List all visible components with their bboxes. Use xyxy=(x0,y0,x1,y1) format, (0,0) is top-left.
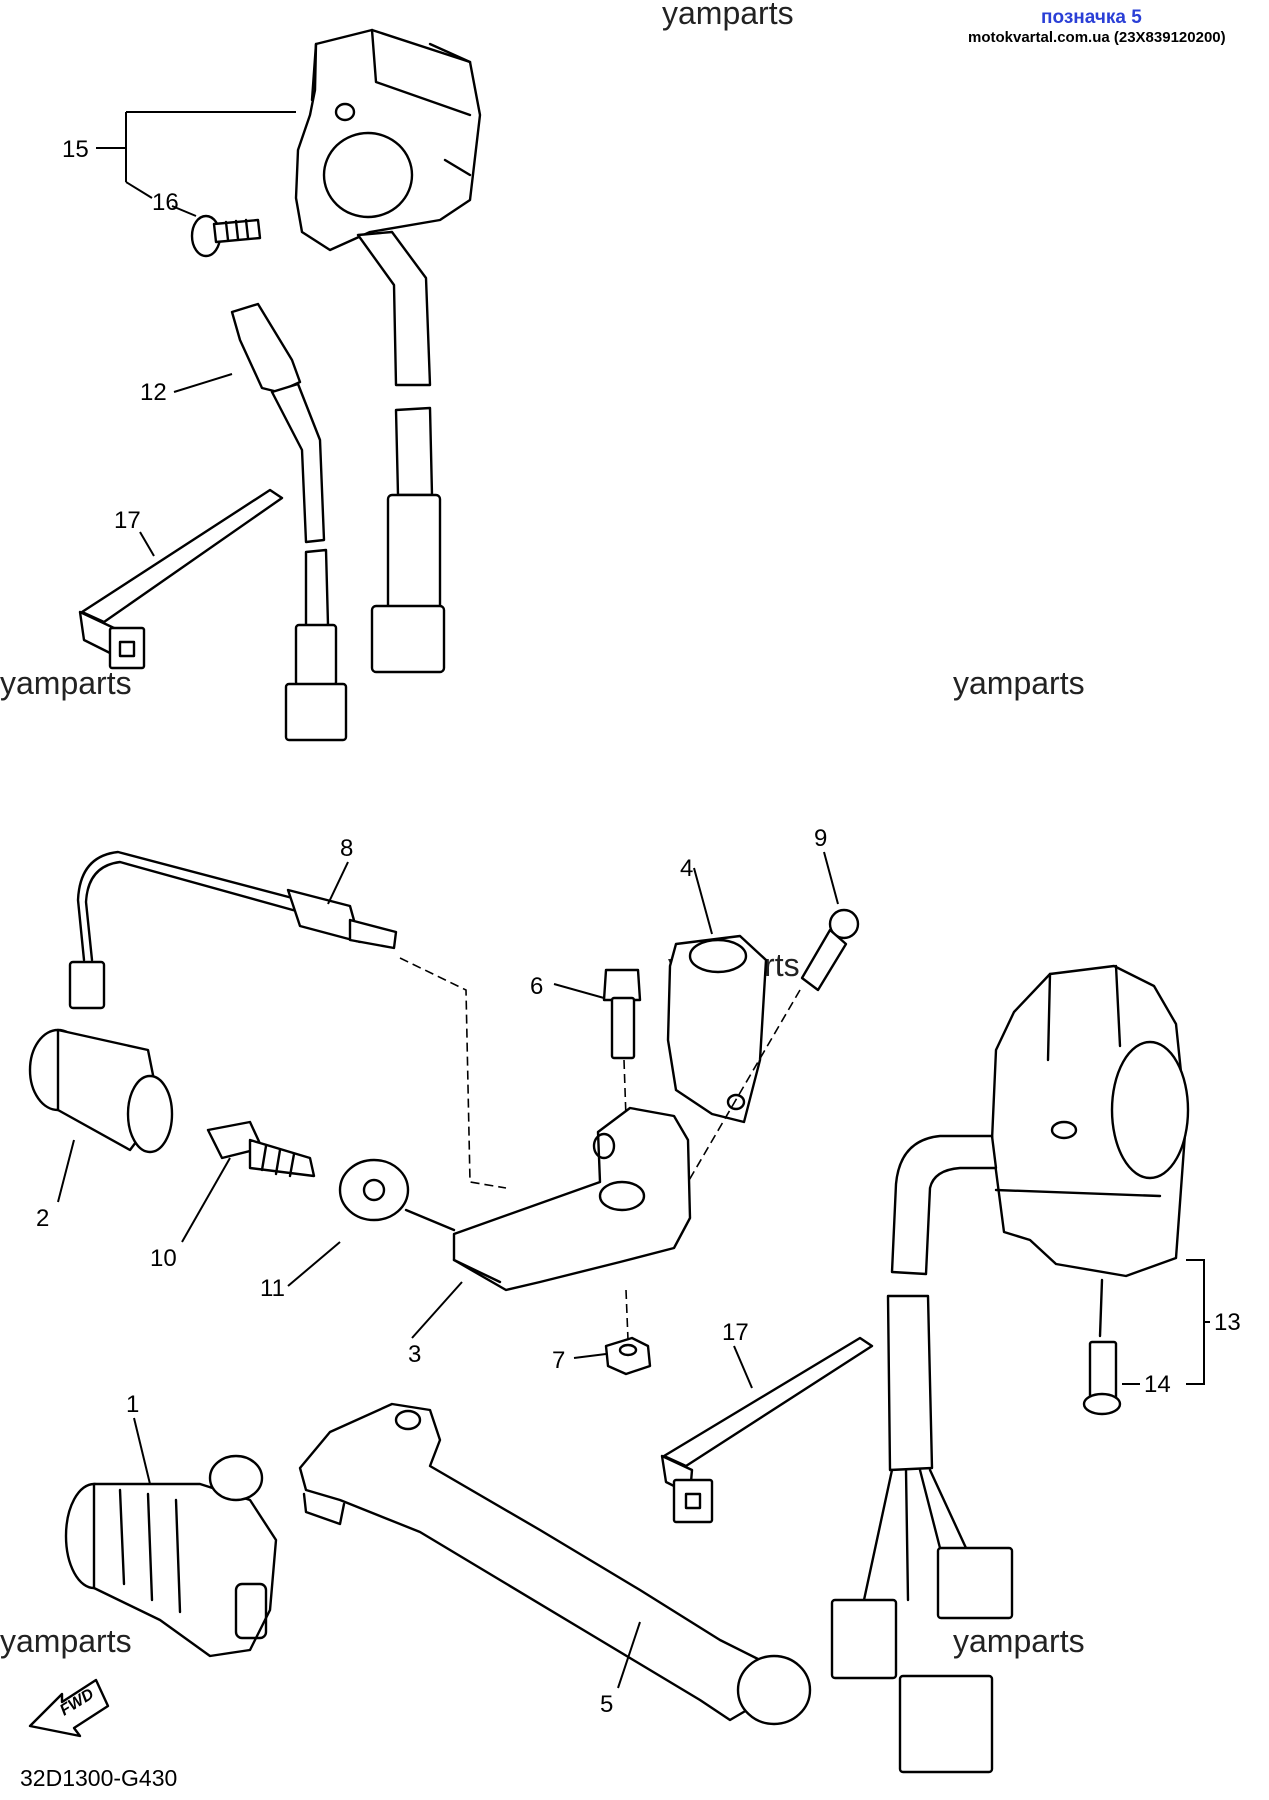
watermark: yamparts xyxy=(953,1623,1085,1659)
leader-lines xyxy=(57,111,1210,1689)
callout-17: 17 xyxy=(114,507,141,534)
boot-2 xyxy=(28,1028,174,1154)
nut-7 xyxy=(604,1336,652,1376)
lever-5 xyxy=(298,1402,812,1726)
screw-9 xyxy=(800,908,860,992)
header-source: motokvartal.com.ua (23X839120200) xyxy=(968,29,1226,46)
lever-holder-1 xyxy=(64,1454,278,1658)
cable-tie-17-upper xyxy=(78,488,284,670)
switch-wire-upper xyxy=(356,230,446,674)
switch-wire-right xyxy=(830,1134,1014,1774)
callout-3: 3 xyxy=(408,1341,421,1368)
watermark: yamparts xyxy=(662,0,794,31)
bolt-6 xyxy=(602,968,642,1060)
fwd-arrow: FWD xyxy=(28,1678,110,1738)
callout-9: 9 xyxy=(814,825,827,852)
callout-1: 1 xyxy=(126,1391,139,1418)
callout-10: 10 xyxy=(150,1245,177,1272)
dashed-leader-9 xyxy=(687,989,801,1183)
callout-6: 6 xyxy=(530,973,543,1000)
screw-14 xyxy=(1082,1340,1122,1416)
callout-12: 12 xyxy=(140,379,167,406)
handlebar-switch-right xyxy=(990,964,1190,1278)
callout-7: 7 xyxy=(552,1347,565,1374)
lever-holder-3 xyxy=(452,1106,692,1292)
nut-11 xyxy=(338,1158,410,1222)
callout-14: 14 xyxy=(1144,1371,1171,1398)
diagram-code: 32D1300-G430 xyxy=(20,1765,177,1791)
watermark: yamparts xyxy=(0,1623,132,1659)
header-title: позначка 5 xyxy=(1041,7,1142,28)
callout-16: 16 xyxy=(152,189,179,216)
adjuster-10 xyxy=(206,1120,316,1178)
cable-8 xyxy=(68,850,398,1010)
leader-11 xyxy=(404,1208,456,1232)
handlebar-switch-upper xyxy=(294,28,482,252)
clamp-4 xyxy=(666,934,768,1124)
dashed-leader-7 xyxy=(625,1289,629,1341)
screw-16 xyxy=(190,214,262,258)
callout-17-lower: 17 xyxy=(722,1319,749,1346)
watermark: yamparts xyxy=(0,665,132,701)
switch-12 xyxy=(230,302,348,742)
callout-2: 2 xyxy=(36,1205,49,1232)
leader-14 xyxy=(1098,1278,1104,1338)
watermark: yamparts xyxy=(953,665,1085,701)
callout-4: 4 xyxy=(680,855,693,882)
cable-tie-17-lower xyxy=(660,1336,874,1524)
callout-11: 11 xyxy=(260,1275,285,1302)
callout-8: 8 xyxy=(340,835,353,862)
dashed-leader-8 xyxy=(399,957,507,1189)
callout-13: 13 xyxy=(1214,1309,1241,1336)
callout-5: 5 xyxy=(600,1691,613,1718)
callout-15: 15 xyxy=(62,136,89,163)
